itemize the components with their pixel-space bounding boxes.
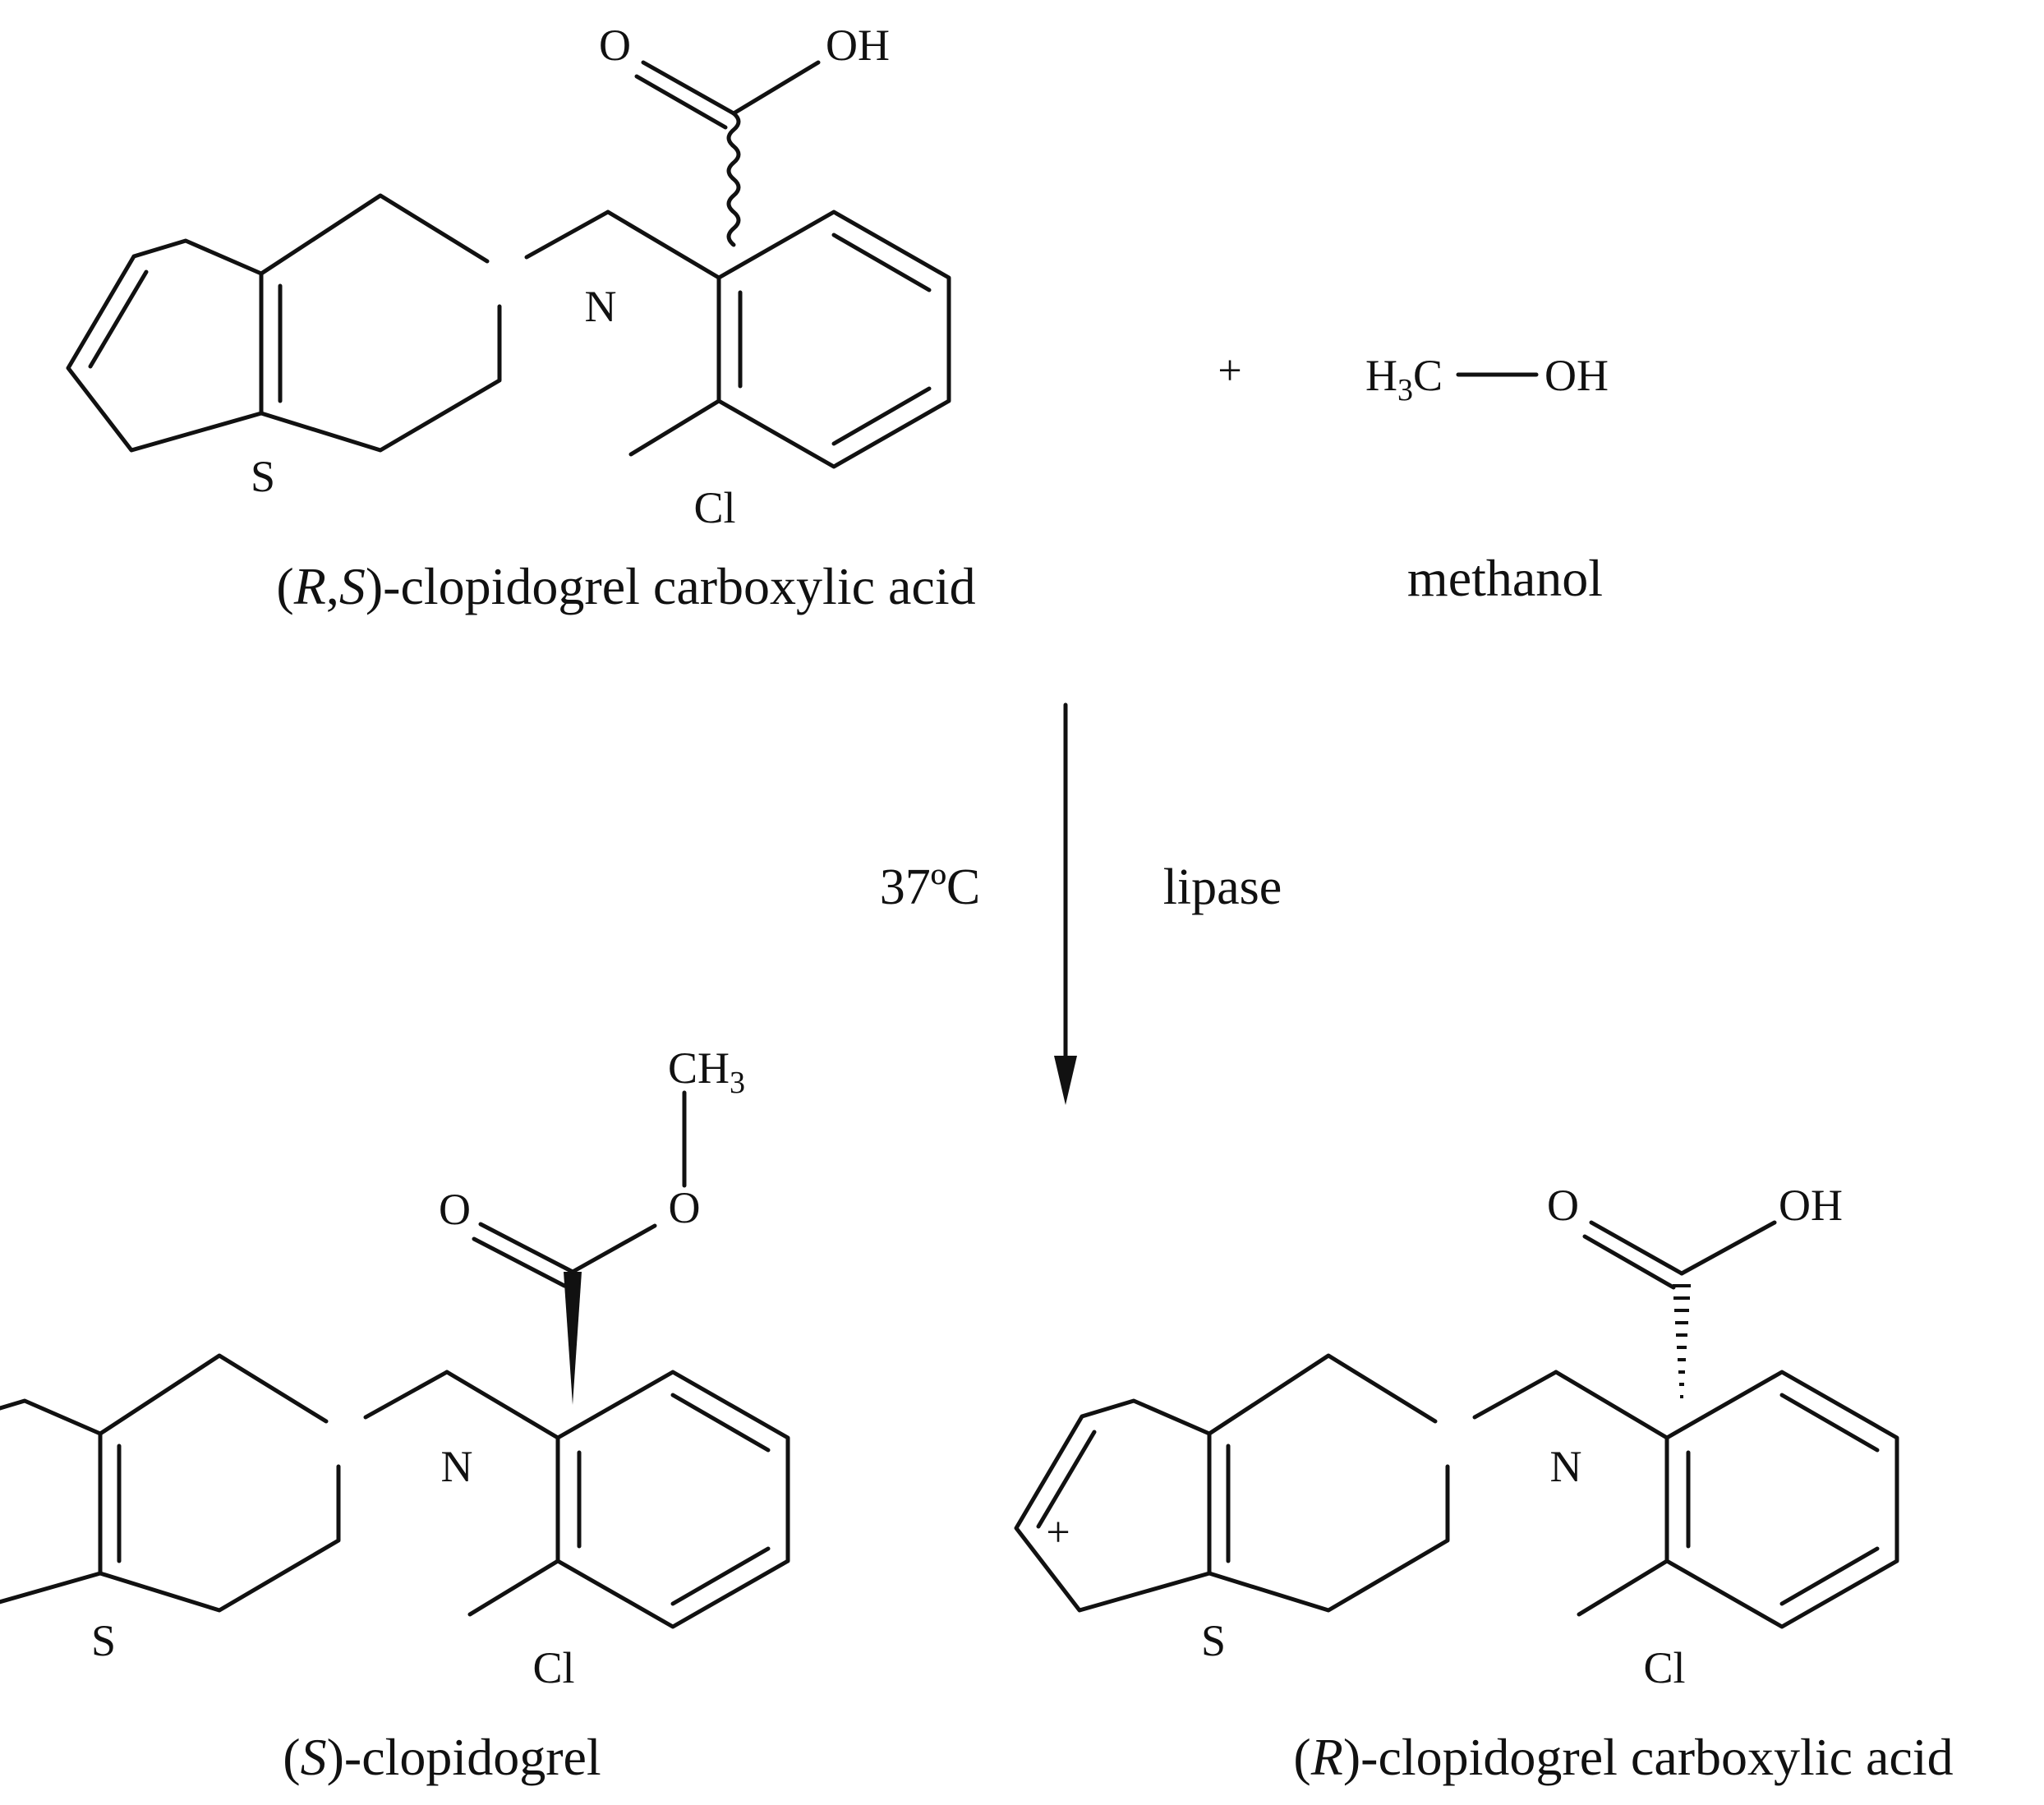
reactant-acid-structure: O OH N S Cl [68, 21, 949, 532]
methanol-h3c: H3C [1365, 351, 1443, 408]
methanol-hydroxyl: OH [1545, 351, 1609, 400]
atom-oxygen: O [1547, 1181, 1579, 1230]
atom-chlorine: Cl [532, 1643, 574, 1692]
atom-oxygen: O [599, 21, 631, 70]
atom-chlorine: Cl [1643, 1643, 1685, 1692]
hashed-bond [1673, 1284, 1691, 1398]
product-acid-caption: (R)-clopidogrel carboxylic acid [1293, 1728, 1953, 1786]
atom-sulfur: S [91, 1616, 116, 1665]
product-acid-structure: O OH N S Cl [1016, 1181, 1897, 1692]
atom-nitrogen: N [441, 1442, 473, 1491]
plus-sign-reactants: + [1218, 348, 1241, 394]
plus-sign-products: + [1046, 1509, 1070, 1556]
atom-sulfur: S [1201, 1616, 1226, 1665]
atom-chlorine: Cl [693, 483, 735, 532]
wedge-bond [564, 1272, 582, 1405]
atom-nitrogen: N [1550, 1442, 1582, 1491]
condition-catalyst: lipase [1163, 859, 1282, 915]
atom-nitrogen: N [585, 282, 617, 331]
methanol-caption: methanol [1407, 549, 1603, 607]
atom-methyl: CH3 [668, 1043, 745, 1100]
product-ester-caption: (S)-clopidogrel [283, 1728, 601, 1786]
atom-hydroxyl: OH [1779, 1181, 1843, 1230]
atom-hydroxyl: OH [826, 21, 890, 70]
atom-oxygen-ether: O [669, 1183, 701, 1232]
methanol-structure: H3C OH [1365, 351, 1609, 408]
wavy-bond [726, 111, 741, 247]
condition-temperature: 37ºC [880, 859, 981, 915]
product-ester-structure: O O CH3 N S Cl [0, 1043, 788, 1692]
reaction-arrow [1054, 702, 1077, 1105]
atom-sulfur: S [251, 452, 275, 501]
atom-oxygen-carbonyl: O [439, 1185, 471, 1234]
reactant-acid-caption: (R,S)-clopidogrel carboxylic acid [276, 557, 975, 615]
